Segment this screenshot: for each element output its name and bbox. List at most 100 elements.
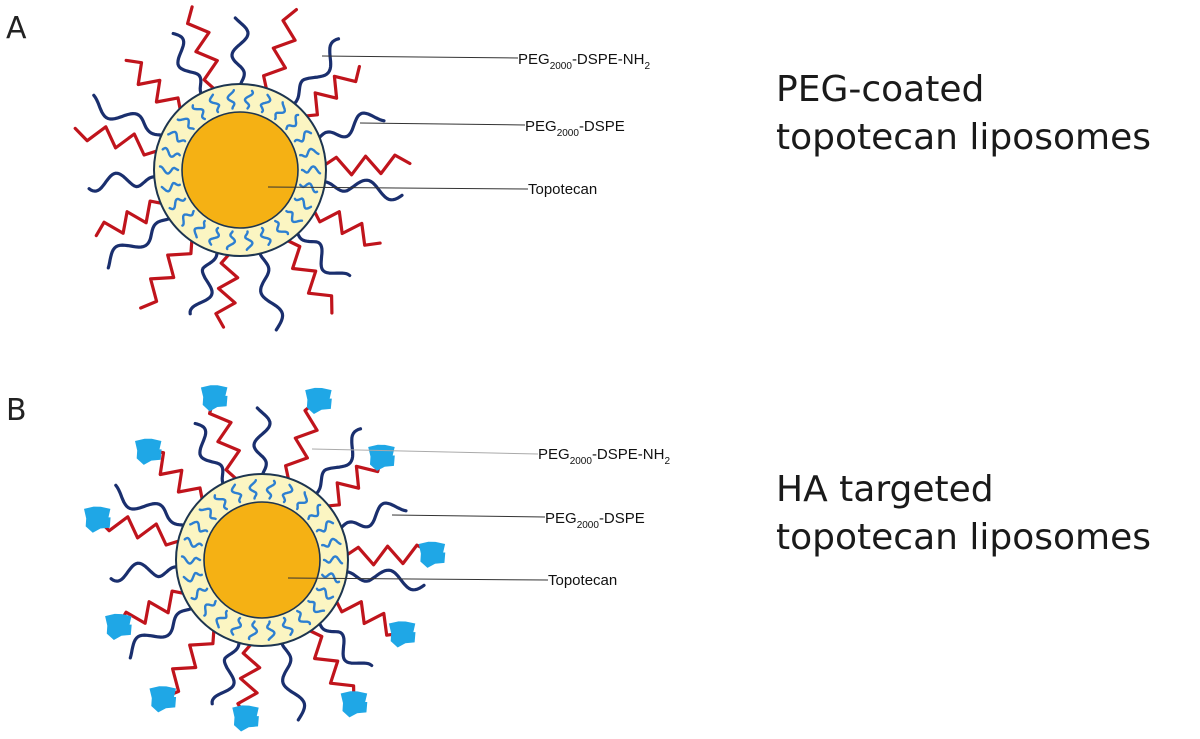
lipid-tail [321, 572, 341, 584]
peg-dspe-chain [188, 247, 219, 316]
lipid-tail [293, 197, 313, 210]
lipid-tail [307, 599, 326, 614]
peg-dspe-chain [289, 37, 341, 108]
peg-dspe-nh2-chain [208, 395, 241, 483]
peg-dspe-chain [257, 248, 285, 332]
lipid-tail [300, 165, 322, 175]
peg-dspe-chain [230, 16, 250, 90]
lipid-tail [198, 507, 217, 521]
peg-dspe-chain [316, 618, 374, 668]
peg-dspe-nh2-chain [186, 5, 219, 93]
lipid-tail [190, 587, 209, 601]
lipid-tail [243, 89, 255, 110]
peg-dspe-chain [252, 406, 272, 480]
lipid-tail [230, 483, 243, 504]
peg-dspe-nh2-chain [124, 58, 183, 115]
peg-dspe-nh2-chain [262, 8, 298, 95]
leader-b-peg-nh2 [311, 448, 539, 455]
peg-dspe-nh2-chain [95, 515, 185, 547]
peg-dspe-chain [341, 568, 426, 592]
lipid-tail [208, 93, 221, 114]
peg-dspe-chain [171, 31, 205, 99]
lipid-tail [281, 483, 294, 504]
lipid-tail [193, 219, 206, 239]
lipid-tail [225, 230, 237, 251]
caption-b-line1: HA targeted [776, 469, 994, 510]
lipid-tail [176, 117, 195, 131]
ha-molecule [340, 691, 368, 718]
caption-b-line2: topotecan liposomes [776, 517, 1152, 558]
peg-dspe-chain [279, 638, 307, 722]
lipid-tail [244, 230, 254, 251]
panel-a: A PEG2000-DSPE-NH2 PEG2000-DSPE Topoteca… [6, 5, 650, 332]
ha-molecule [305, 387, 332, 415]
lipid-tail [208, 226, 220, 246]
peg-dspe-nh2-chain [311, 206, 382, 247]
lipid-tail [213, 494, 228, 511]
lipid-tail [230, 616, 242, 636]
ha-molecule [135, 438, 162, 465]
label-a-peg-dspe-nh2: PEG2000-DSPE-NH2 [518, 51, 650, 72]
lipid-tail [315, 587, 335, 600]
lipid-tail [315, 520, 335, 533]
ha-molecule [368, 444, 395, 471]
peg-dspe-chain [128, 605, 197, 660]
peg-dspe-chain [314, 111, 386, 142]
lipid-tail [321, 537, 342, 548]
peg-dspe-nh2-chain [342, 543, 434, 567]
lipid-tail [160, 181, 181, 193]
peg-dspe-nh2-chain [282, 237, 334, 315]
peg-dspe-nh2-chain [161, 625, 216, 700]
peg-dspe-nh2-chain [284, 398, 320, 485]
lipid-tail [183, 536, 203, 548]
lipid-tail [182, 571, 203, 583]
panel-b-letter: B [6, 393, 27, 428]
lipid-tail [281, 616, 294, 636]
lipid-tail [259, 226, 272, 246]
topotecan-core [203, 501, 321, 619]
lipid-tail [180, 555, 202, 565]
lipid-tail [168, 197, 187, 211]
lipid-tail [299, 147, 320, 158]
caption-a-line2: topotecan liposomes [776, 117, 1152, 158]
label-a-topotecan: Topotecan [528, 181, 597, 198]
lipid-tail [285, 209, 304, 224]
leader-a-peg-dspe [359, 122, 526, 126]
lipid-tail [191, 104, 206, 121]
peg-dspe-nh2-chain [146, 448, 205, 505]
lipid-tail [307, 503, 322, 521]
label-b-peg-dspe-nh2: PEG2000-DSPE-NH2 [538, 446, 670, 467]
lipid-tail [285, 113, 300, 131]
peg-dspe-chain [106, 215, 175, 270]
peg-dspe-chain [193, 421, 227, 489]
peg-dspe-chain [311, 427, 363, 498]
lipid-tail [296, 491, 308, 511]
ha-molecule [200, 385, 228, 412]
peg-dspe-nh2-chain [214, 250, 240, 329]
peg-dspe-nh2-chain [304, 627, 356, 705]
peg-dspe-chain [87, 171, 160, 193]
peg-dspe-nh2-chain [320, 153, 412, 177]
lipid-tail [274, 219, 290, 236]
ha-molecule [84, 506, 111, 533]
lipid-tail [189, 520, 209, 533]
panel-b: B PEG2000-DSPE-NH2 PEG2000-DSPE Topoteca… [6, 385, 670, 732]
caption-a: PEG-coated topotecan liposomes [776, 66, 1151, 162]
lipid-tail [293, 130, 313, 143]
peg-dspe-chain [294, 228, 352, 278]
leader-a-topotecan [267, 186, 529, 190]
lipid-tail [215, 609, 228, 629]
peg-dspe-chain [92, 93, 167, 138]
lipid-tail [158, 165, 180, 175]
lipid-tail [226, 89, 236, 110]
peg-dspe-nh2-chain [94, 199, 167, 238]
lipid-tail [266, 620, 276, 641]
ha-molecule [149, 686, 177, 713]
peg-dspe-nh2-chain [322, 454, 383, 508]
lipid-tail [167, 130, 187, 143]
leader-a-peg-nh2 [321, 55, 519, 59]
lipid-tail [181, 209, 195, 227]
lipid-tail [203, 599, 217, 617]
label-b-peg-dspe: PEG2000-DSPE [545, 510, 645, 531]
